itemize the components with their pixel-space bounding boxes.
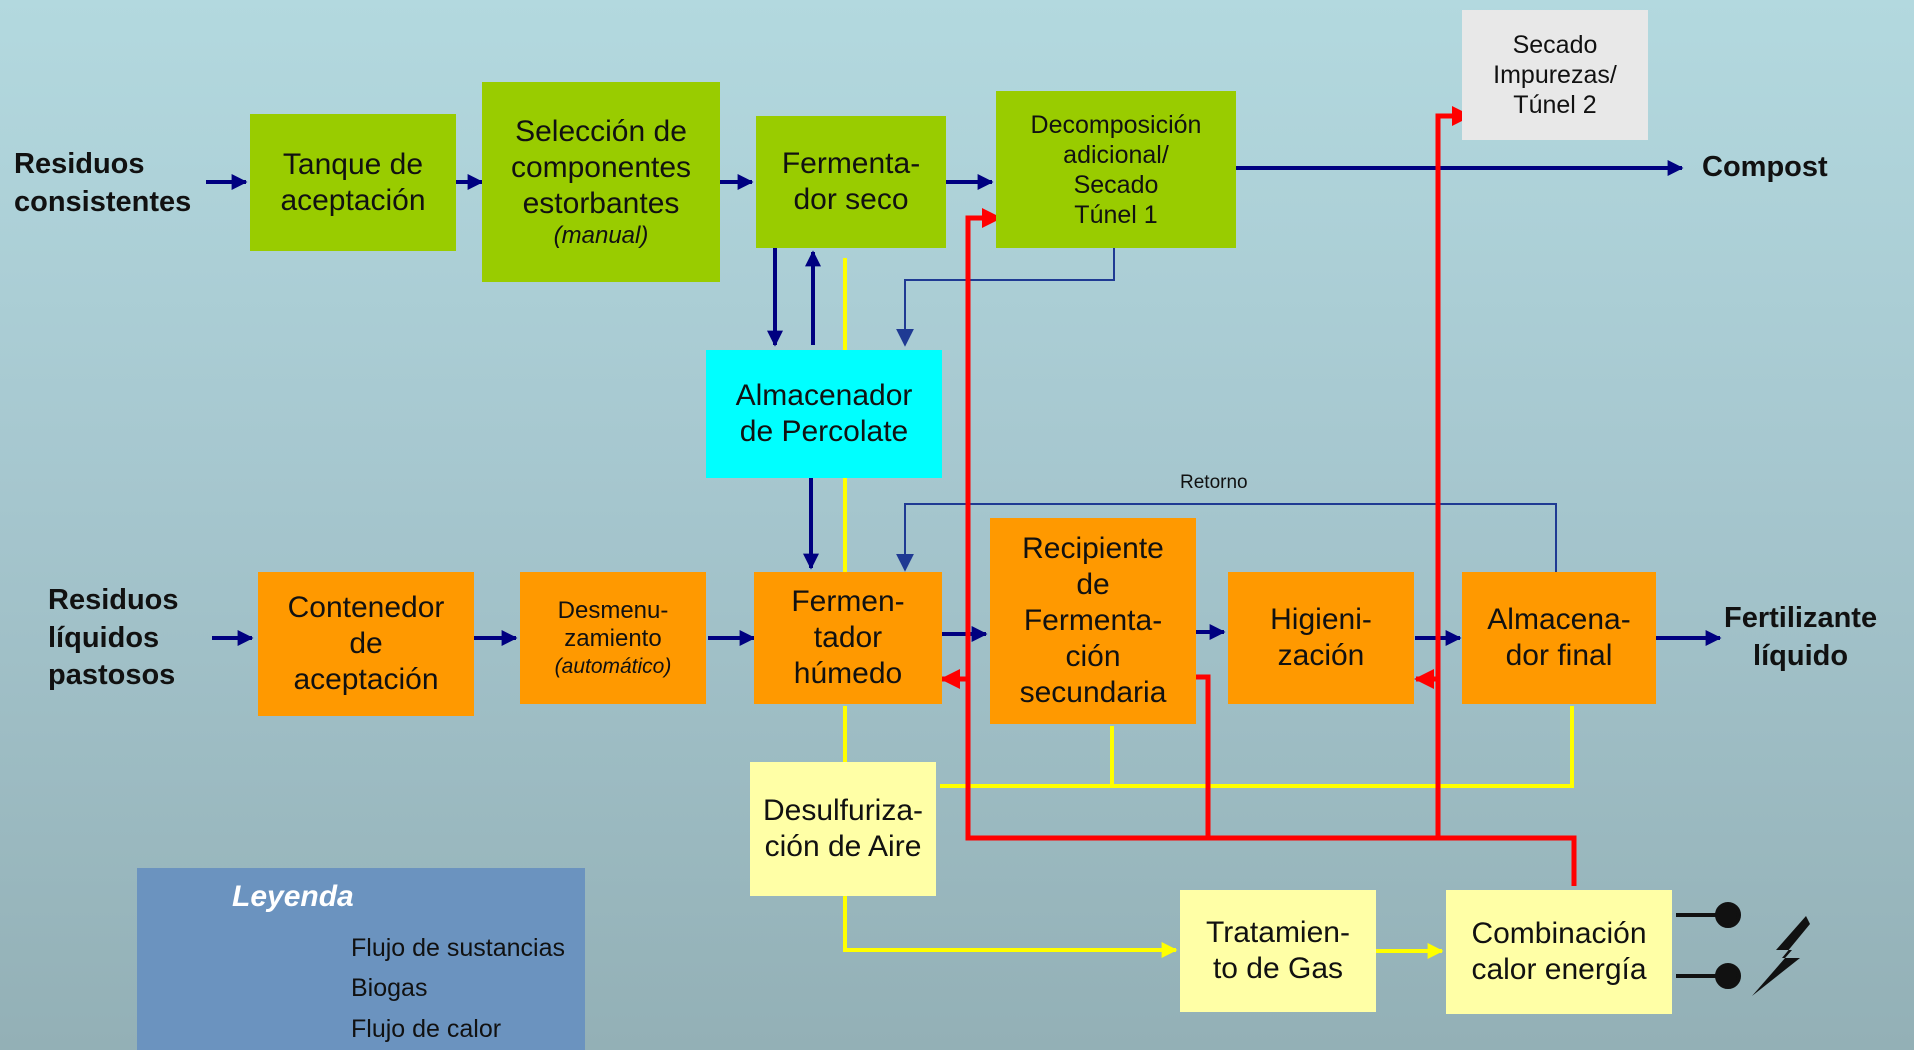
output-fertilizer-line-1: Fertilizante	[1724, 602, 1878, 634]
tanque-line-2: aceptación	[280, 183, 426, 217]
tanque-line-1: Tanque de	[282, 147, 424, 181]
input-liquid-line-3: pastosos	[48, 659, 176, 692]
box-almacenador-final: Almacena- dor final	[1462, 572, 1656, 704]
box-decomposicion: Decomposición adicional/ Secado Túnel 1	[996, 91, 1236, 248]
substance-arrows-top	[206, 160, 1684, 570]
fermentador-seco-line-1: Fermenta-	[781, 147, 921, 180]
legend-label-substance: Flujo de sustancias	[351, 934, 566, 962]
thin-connectors	[896, 248, 1557, 572]
box-seleccion-componentes: Selección de componentes estorbantes (ma…	[482, 82, 720, 282]
combinacion-line-2: calor energía	[1471, 953, 1647, 986]
tratamiento-line-2: to de Gas	[1212, 952, 1344, 985]
higienizacion-line-2: zación	[1277, 639, 1365, 672]
fermentador-seco-line-2: dor seco	[793, 183, 909, 216]
contenedor-line-2: de	[349, 627, 383, 660]
legend: Leyenda Flujo de sustancias Biogas Flujo…	[137, 868, 585, 1050]
input-solid-line-1: Residuos	[14, 148, 145, 180]
input-liquid-line-2: líquidos	[48, 621, 160, 654]
secado2-line-3: Túnel 2	[1513, 91, 1597, 119]
recipiente-line-1: Recipiente	[1022, 532, 1164, 565]
decomposicion-line-2: adicional/	[1063, 140, 1169, 169]
seleccion-line-3: estorbantes	[522, 186, 680, 220]
box-desulfurizacion: Desulfuriza- ción de Aire	[750, 762, 936, 896]
secado2-line-1: Secado	[1512, 31, 1598, 59]
output-compost: Compost	[1702, 149, 1828, 187]
output-fertilizer-line-2: líquido	[1753, 639, 1849, 672]
box-higienizacion: Higieni- zación	[1228, 572, 1414, 704]
fermentador-humedo-line-1: Fermen-	[791, 585, 905, 618]
decomposicion-line-4: Túnel 1	[1074, 200, 1158, 229]
lightning-icon	[1752, 916, 1810, 996]
recipiente-line-4: ción	[1065, 640, 1121, 673]
box-recipiente-fermentacion: Recipiente de Fermenta- ción secundaria	[990, 518, 1196, 724]
tratamiento-line-1: Tratamien-	[1206, 916, 1350, 949]
decomposicion-line-3: Secado	[1073, 170, 1159, 199]
desulfurizacion-line-1: Desulfuriza-	[762, 794, 924, 827]
higienizacion-line-1: Higieni-	[1270, 603, 1372, 636]
seleccion-line-1: Selección de	[515, 114, 687, 148]
output-fertilizante: Fertilizante líquido	[1724, 600, 1877, 675]
decomposicion-line-1: Decomposición	[1030, 110, 1202, 139]
box-tratamiento-gas: Tratamien- to de Gas	[1180, 890, 1376, 1012]
legend-title: Leyenda	[232, 880, 354, 913]
box-combinacion-calor: Combinación calor energía	[1446, 890, 1672, 1014]
fermentador-humedo-line-3: húmedo	[793, 657, 903, 690]
desmenuzamiento-note: (automático)	[554, 655, 672, 679]
legend-label-heat: Flujo de calor	[351, 1015, 502, 1043]
legend-label-biogas: Biogas	[351, 974, 428, 1002]
almacenador-final-line-1: Almacena-	[1487, 603, 1631, 636]
contenedor-line-1: Contenedor	[287, 591, 445, 624]
recipiente-line-2: de	[1076, 568, 1110, 601]
input-solid-line-2: consistentes	[14, 185, 192, 218]
box-desmenuzamiento: Desmenu- zamiento (automático)	[520, 572, 706, 704]
box-secado-tunel-2: Secado Impurezas/ Túnel 2	[1462, 10, 1648, 140]
desmenuzamiento-line-2: zamiento	[564, 625, 662, 653]
box-fermentador-seco: Fermenta- dor seco	[756, 116, 946, 248]
recipiente-line-5: secundaria	[1019, 676, 1167, 709]
box-tanque-aceptacion: Tanque de aceptación	[250, 114, 456, 251]
box-fermentador-humedo: Fermen- tador húmedo	[754, 572, 942, 704]
box-contenedor-aceptacion: Contenedor de aceptación	[258, 572, 474, 716]
seleccion-line-2: componentes	[510, 150, 692, 184]
contenedor-line-3: aceptación	[293, 663, 439, 696]
desmenuzamiento-line-1: Desmenu-	[557, 596, 669, 624]
substance-arrows-bottom	[212, 624, 1722, 646]
output-compost-label: Compost	[1702, 151, 1828, 183]
input-residuos-liquidos: Residuos líquidos pastosos	[48, 582, 179, 695]
heat-lines	[940, 106, 1577, 886]
recipiente-line-3: Fermenta-	[1023, 604, 1163, 637]
seleccion-note: (manual)	[553, 221, 649, 249]
box-almacenador-percolate: Almacenador de Percolate	[706, 350, 942, 478]
input-residuos-consistentes: Residuos consistentes	[14, 146, 191, 221]
desulfurizacion-line-2: ción de Aire	[764, 830, 922, 863]
label-retorno: Retorno	[1180, 472, 1248, 493]
combinacion-line-1: Combinación	[1471, 917, 1647, 950]
almacenador-line-1: Almacenador	[735, 379, 913, 412]
almacenador-line-2: de Percolate	[739, 415, 909, 448]
almacenador-final-line-2: dor final	[1505, 639, 1613, 672]
input-liquid-line-1: Residuos	[48, 584, 179, 616]
power-output	[1676, 902, 1741, 989]
secado2-line-2: Impurezas/	[1493, 61, 1617, 89]
fermentador-humedo-line-2: tador	[813, 621, 883, 654]
